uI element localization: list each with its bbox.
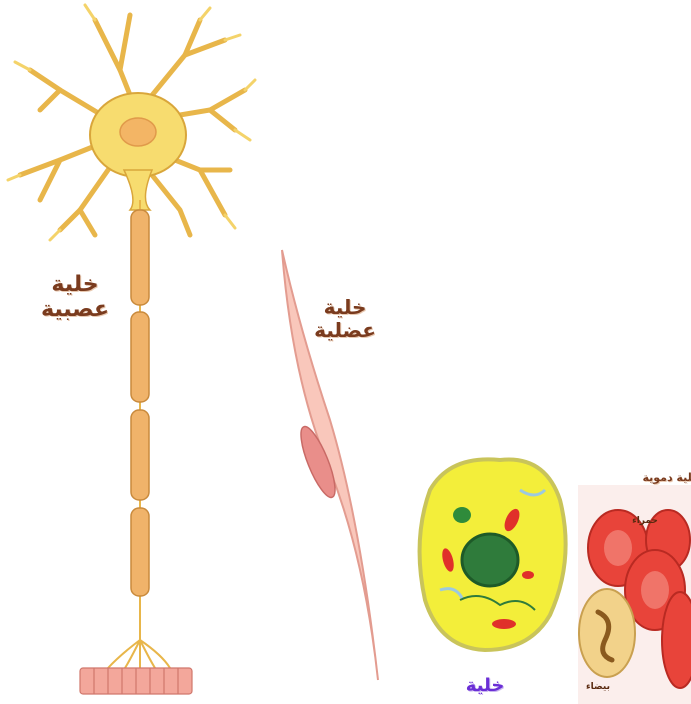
- nerve-cell-nucleus: [120, 118, 156, 146]
- generic-cell-label: خلية: [450, 676, 520, 697]
- nerve-cell-label-line2: عصبية: [25, 297, 125, 322]
- blood-cell-title: خلية دموية: [620, 472, 691, 485]
- generic-cell: [420, 459, 566, 650]
- generic-cell-nucleus: [462, 534, 518, 586]
- muscle-cell-label: خلية عضلية: [300, 296, 390, 342]
- red-blood-cell-label: حمراء: [630, 516, 660, 526]
- axon-hillock: [124, 170, 152, 210]
- muscle-cell-label-line2: عضلية: [300, 319, 390, 342]
- muscle-fiber-target: [80, 668, 192, 694]
- muscle-cell-label-line1: خلية: [300, 296, 390, 319]
- axon-terminals: [108, 640, 170, 668]
- white-blood-cell-label: بيضاء: [580, 682, 616, 692]
- nerve-cell-label-line1: خلية: [25, 272, 125, 297]
- nerve-cell-label: خلية عصبية: [25, 272, 125, 323]
